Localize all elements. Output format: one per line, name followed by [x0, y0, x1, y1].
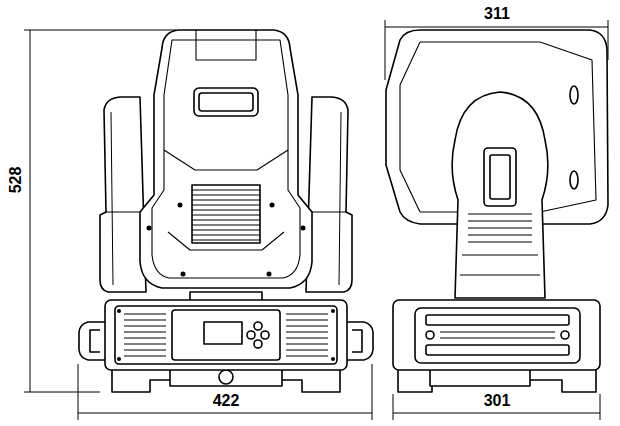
head-detail [152, 30, 300, 278]
base-feet [398, 368, 596, 392]
base-vents [124, 314, 328, 356]
screw [267, 272, 272, 277]
button [254, 340, 262, 348]
lcd-screen [204, 322, 242, 344]
screw [270, 203, 275, 208]
base-connector [219, 370, 233, 384]
dimension-line [24, 30, 176, 392]
yoke-window [484, 148, 516, 206]
dimension-line [385, 20, 608, 80]
screw [117, 309, 121, 313]
handle [79, 322, 106, 360]
vent-grille [192, 185, 260, 243]
dimension-label: 301 [482, 392, 513, 410]
base-bar [426, 315, 569, 325]
screw [331, 357, 335, 361]
control-panel [172, 310, 280, 360]
screw [331, 309, 335, 313]
screw [147, 226, 152, 231]
dimension-label: 311 [482, 5, 512, 23]
head-detail [570, 171, 578, 189]
screw [178, 203, 183, 208]
screw [426, 331, 434, 339]
yoke-arm [306, 97, 352, 292]
front-view [79, 30, 373, 392]
button [247, 331, 255, 339]
base-panel [115, 306, 337, 364]
yoke-fins [460, 214, 540, 275]
head-housing [140, 30, 312, 288]
screws [147, 203, 306, 277]
side-view [386, 30, 608, 392]
vent-lines [192, 190, 260, 240]
screw [117, 357, 121, 361]
screw [561, 331, 569, 339]
dimension-label: 528 [7, 165, 25, 196]
yoke-window-inner [490, 155, 510, 199]
screws [117, 309, 335, 361]
base-panel [415, 308, 580, 363]
button [261, 331, 269, 339]
base-lines [440, 332, 555, 338]
base-body [105, 300, 347, 370]
screw [301, 226, 306, 231]
screw [181, 272, 186, 277]
head-display [194, 88, 258, 116]
dimension-label: 422 [211, 392, 242, 410]
head-display-inner [199, 93, 253, 111]
dimension-lines [24, 20, 608, 420]
base-feet [112, 368, 340, 392]
base-body [393, 300, 600, 370]
dimension-line [78, 364, 372, 420]
handle [346, 322, 373, 360]
button [254, 322, 262, 330]
base-bar [426, 345, 569, 355]
head-detail [570, 86, 578, 104]
yoke-arm [100, 97, 146, 292]
yoke [452, 92, 548, 298]
